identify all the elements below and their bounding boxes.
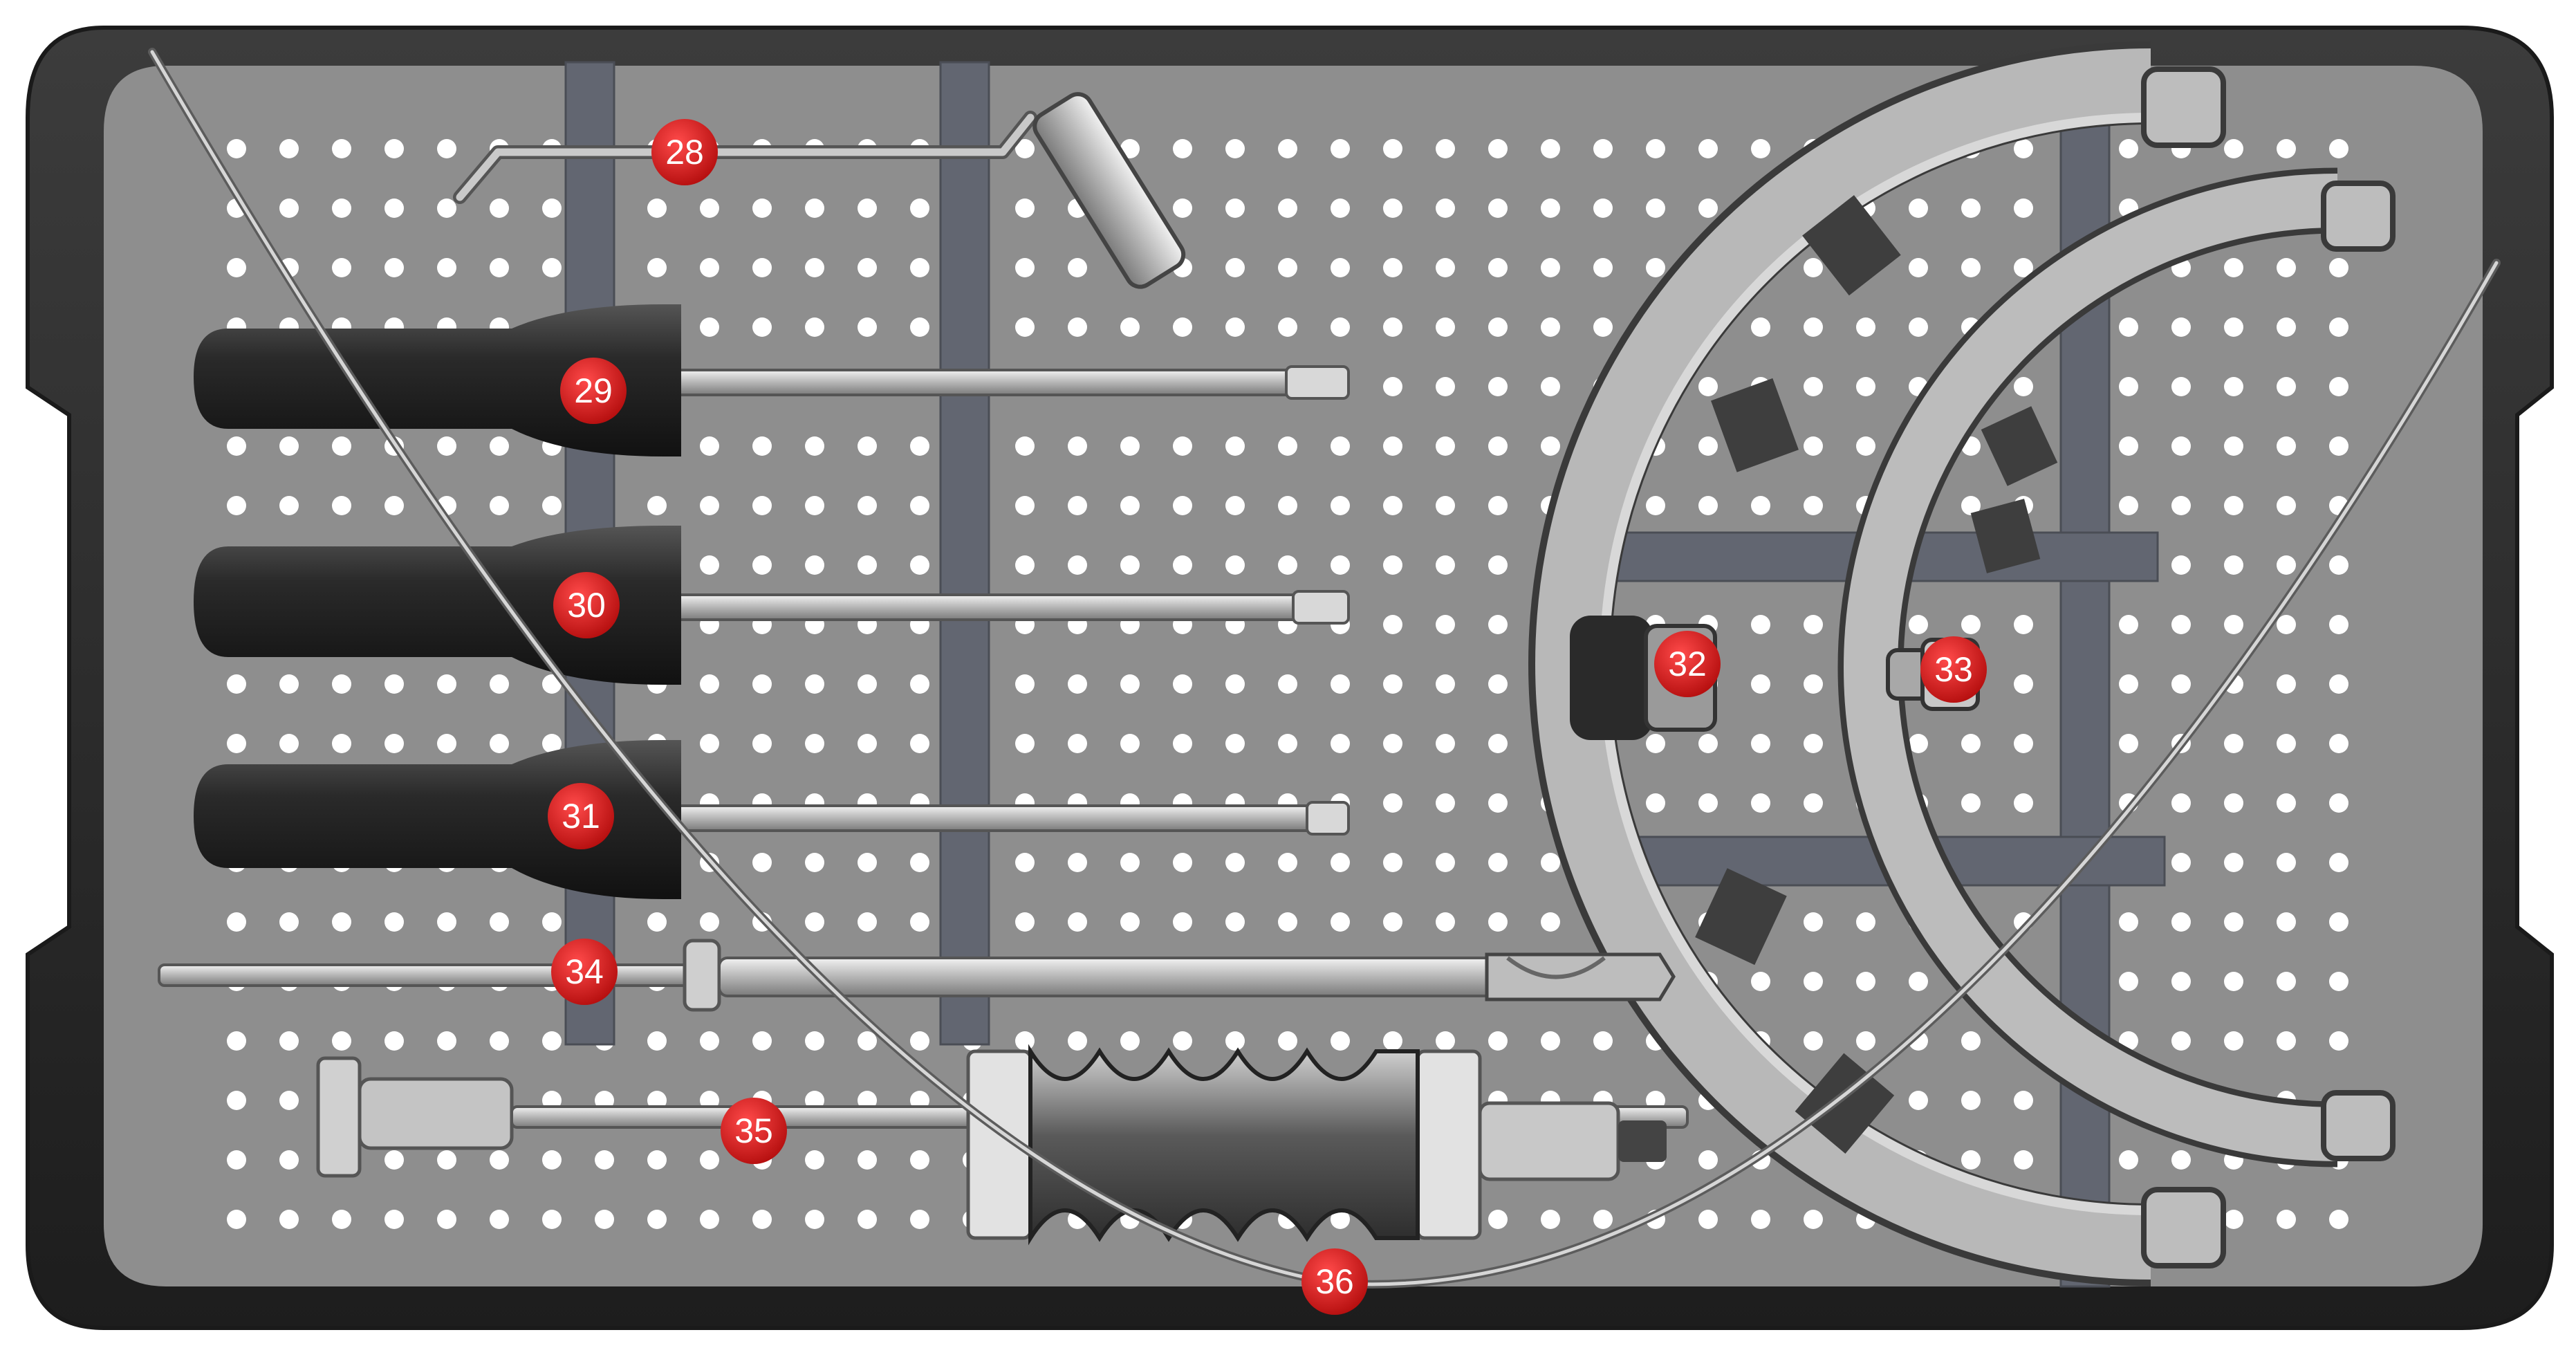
svg-text:33: 33 (1934, 650, 1973, 689)
svg-text:34: 34 (565, 952, 604, 991)
svg-text:35: 35 (734, 1111, 773, 1150)
svg-text:36: 36 (1315, 1262, 1354, 1301)
slide-hammer (316, 1044, 1689, 1246)
svg-text:29: 29 (574, 371, 613, 410)
callout-32: 32 (1654, 631, 1721, 697)
retractor-ring-small (1837, 167, 2396, 1167)
hex-key (453, 92, 1186, 289)
screwdriver-29 (194, 304, 1350, 456)
callout-35: 35 (721, 1098, 787, 1164)
svg-text:28: 28 (665, 133, 704, 172)
svg-text:31: 31 (562, 797, 600, 836)
callout-30: 30 (553, 572, 620, 638)
screwdriver-30 (194, 526, 1350, 685)
callout-34: 34 (551, 939, 618, 1005)
svg-text:32: 32 (1668, 645, 1707, 683)
screwdriver-31 (194, 740, 1350, 899)
callout-28: 28 (651, 119, 718, 185)
callout-33: 33 (1920, 636, 1987, 703)
callout-29: 29 (560, 358, 627, 424)
callout-36: 36 (1301, 1248, 1368, 1315)
svg-text:30: 30 (567, 586, 606, 625)
callout-31: 31 (548, 783, 614, 849)
